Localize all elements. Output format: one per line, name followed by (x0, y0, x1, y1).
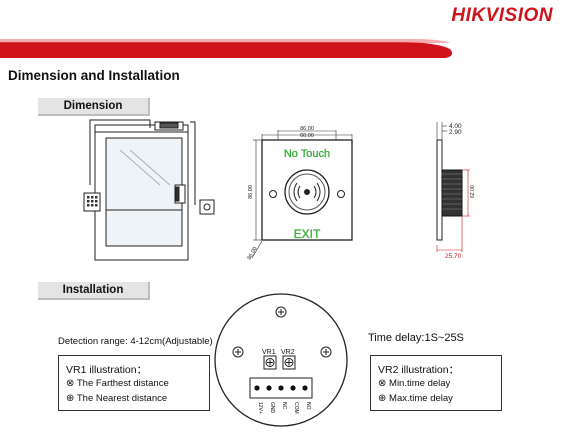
section-title: Dimension and Installation (8, 68, 180, 83)
terminal-gnd: GND (269, 402, 275, 414)
brand-logo: HIKVISION (451, 5, 553, 26)
vr2-line1: ⊗ Min.time delay (378, 378, 450, 389)
header-red-band (0, 39, 452, 58)
vr2-line2: ⊕ Max.time delay (378, 393, 453, 404)
installation-tag: Installation (38, 282, 150, 300)
vr1-line1-text: The Farthest distance (76, 378, 169, 389)
front-height: 86.00 (248, 185, 254, 199)
front-view (251, 130, 353, 259)
vr2-title: VR2 illustration： (378, 364, 460, 376)
side-dim-a: 4.00 (449, 123, 462, 130)
vr1-title: VR1 illustration： (66, 364, 148, 376)
vr2-illustration-box: VR2 illustration： ⊗ Min.time delay ⊕ Max… (370, 355, 502, 411)
vr1-illustration-box: VR1 illustration： ⊗ The Farthest distanc… (58, 355, 210, 411)
terminal-no: NO (305, 402, 311, 410)
dial-cross-icon: ⊗ (66, 378, 75, 389)
vr1-line1: ⊗ The Farthest distance (66, 378, 169, 389)
vr2-line1-text: Min.time delay (389, 378, 451, 389)
pot-label-vr1: VR1 (262, 349, 276, 356)
pot-label-vr2: VR2 (281, 349, 295, 356)
front-corner: 86.00 (247, 246, 259, 261)
installation-diagram: VR1 VR2 12V+ GND NC COM NO (214, 293, 348, 427)
vr1-line2-text: The Nearest distance (76, 393, 168, 404)
dimension-tag: Dimension (38, 98, 150, 116)
terminal-com: COM (293, 402, 299, 414)
dimension-drawings: No Touch EXIT 86.00 60.00 86.00 86.00 4.… (83, 119, 476, 261)
terminal-nc: NC (281, 402, 287, 410)
no-touch-label: No Touch (284, 148, 330, 160)
dial-cross-icon: ⊗ (378, 378, 387, 389)
side-depth: 25.70 (445, 253, 462, 260)
dial-plus-icon: ⊕ (378, 393, 387, 404)
terminal-12v: 12V+ (257, 402, 263, 414)
vr1-line2: ⊕ The Nearest distance (66, 393, 167, 404)
side-dim-b: 2.90 (449, 129, 462, 136)
time-delay-text: Time delay:1S~25S (368, 332, 464, 344)
dial-plus-icon: ⊕ (66, 393, 75, 404)
vr2-line2-text: Max.time delay (389, 393, 453, 404)
door-diagram (83, 119, 215, 261)
exit-label: EXIT (294, 227, 321, 241)
front-width-inner: 60.00 (300, 133, 314, 139)
front-width-outer: 86.00 (300, 126, 314, 132)
side-inner: 62.00 (470, 185, 476, 198)
detection-range-text: Detection range: 4-12cm(Adjustable) (58, 336, 213, 347)
side-view (436, 122, 470, 252)
